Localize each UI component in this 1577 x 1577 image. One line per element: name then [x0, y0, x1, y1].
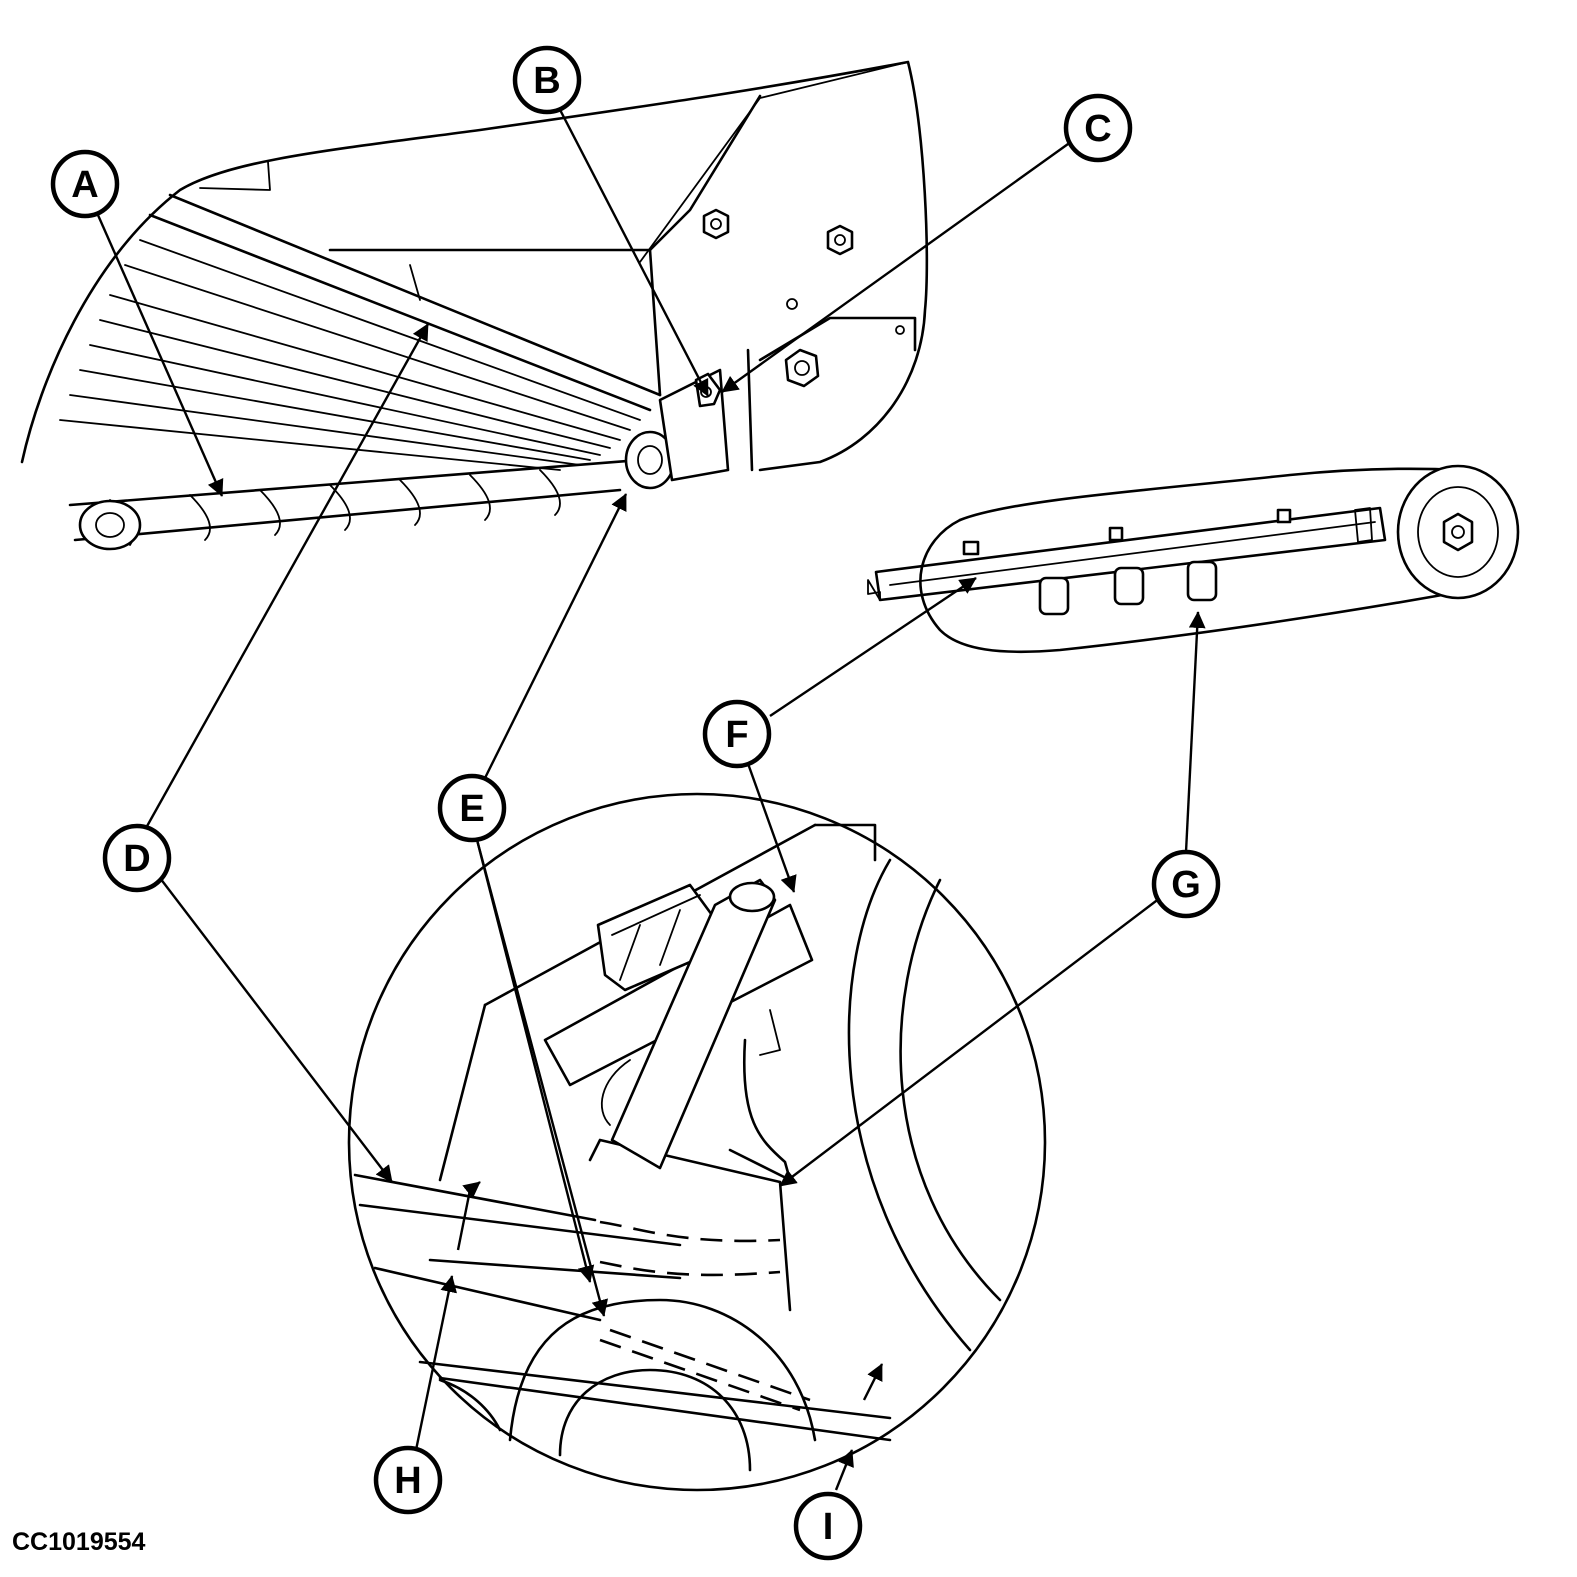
callout-label: F	[725, 714, 748, 756]
image-code: CC1019554	[12, 1528, 146, 1556]
callout-e: E	[437, 773, 507, 843]
bolt-hex-nut	[702, 208, 730, 240]
callout-f: F	[702, 699, 772, 769]
roll-assembly-drawing	[867, 464, 1520, 654]
callout-label: I	[823, 1506, 834, 1548]
callout-label: G	[1171, 864, 1201, 906]
shaft-roller	[624, 430, 676, 490]
callout-label: H	[394, 1460, 421, 1502]
callout-i: I	[793, 1491, 863, 1561]
large-bolt	[784, 348, 820, 388]
callout-b: B	[512, 45, 582, 115]
callout-g: G	[1151, 849, 1221, 919]
callout-a: A	[50, 149, 120, 219]
leader-lines	[92, 101, 1206, 1491]
callout-label: C	[1084, 108, 1111, 150]
callout-c: C	[1063, 93, 1133, 163]
bolt-hex-nut	[826, 224, 854, 256]
callout-d: D	[102, 823, 172, 893]
callout-label: A	[71, 164, 98, 206]
upper-assembly-drawing	[20, 60, 929, 551]
callout-label: B	[533, 60, 560, 102]
bracket-with-wing-nut	[658, 368, 730, 482]
callout-label: E	[459, 788, 484, 830]
detail-view	[347, 792, 1047, 1492]
callout-label: D	[123, 838, 150, 880]
callout-h: H	[373, 1445, 443, 1515]
